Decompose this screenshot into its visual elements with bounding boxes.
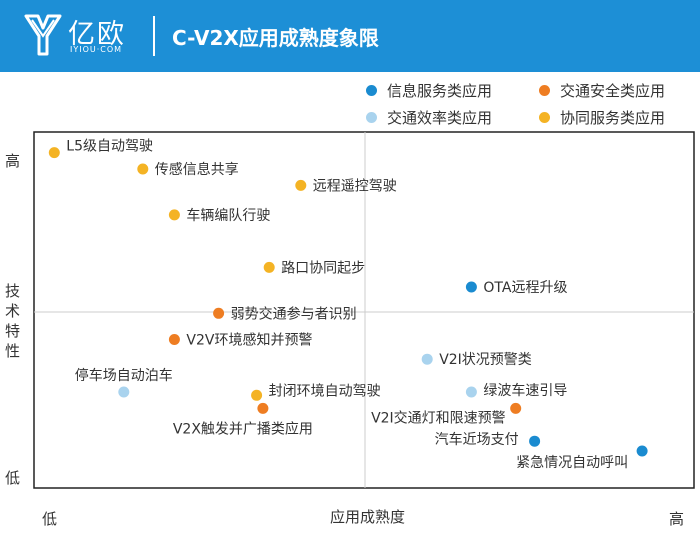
data-point — [137, 163, 149, 175]
header-divider — [153, 16, 155, 56]
logo-subtext: IYIOU·COM — [70, 45, 123, 54]
legend-label: 协同服务类应用 — [560, 109, 666, 127]
data-point-label: 封闭环境自动驾驶 — [269, 383, 381, 399]
data-point-label: V2V环境感知并预警 — [186, 332, 312, 349]
legend-item-info-service: 信息服务类应用 — [366, 80, 492, 101]
data-point — [168, 334, 180, 345]
data-point-label: V2I状况预警类 — [439, 352, 532, 368]
data-point — [118, 386, 130, 398]
header-bar: 亿欧 IYIOU·COM C-V2X应用成熟度象限 — [0, 0, 700, 72]
legend-label: 交通安全类应用 — [560, 82, 666, 100]
data-point — [168, 209, 180, 221]
data-point-label: V2I交通灯和限速预警 — [371, 409, 506, 426]
page-title: C-V2X应用成熟度象限 — [172, 26, 379, 50]
legend-item-collaborative-service: 协同服务类应用 — [539, 107, 665, 128]
data-point — [529, 435, 541, 447]
data-point — [421, 353, 433, 365]
y-axis-title: 技术特性 — [5, 282, 21, 360]
data-point-label: 汽车近场支付 — [435, 431, 519, 448]
data-point-label: 车辆编队行驶 — [186, 207, 270, 224]
data-point — [465, 386, 477, 398]
data-point — [263, 261, 275, 273]
legend-label: 信息服务类应用 — [387, 82, 493, 100]
data-point-label: 紧急情况自动呼叫 — [516, 455, 628, 471]
data-point-label: OTA远程升级 — [483, 280, 567, 296]
x-axis-high-label: 高 — [669, 510, 685, 528]
data-point-label: 路口协同起步 — [281, 260, 365, 276]
data-point-label: L5级自动驾驶 — [66, 139, 153, 155]
y-axis-low-label: 低 — [5, 469, 21, 487]
legend-marker — [539, 85, 550, 96]
legend-marker — [366, 85, 377, 96]
data-point — [251, 389, 263, 401]
data-point-label: 远程遥控驾驶 — [313, 178, 397, 194]
data-point — [295, 179, 307, 191]
legend-marker — [539, 112, 550, 123]
y-axis-high-label: 高 — [5, 152, 21, 170]
iyiou-logo: 亿欧 IYIOU·COM — [24, 12, 154, 58]
data-point-label: 绿波车速引导 — [483, 382, 567, 399]
data-point — [510, 402, 522, 414]
data-point — [636, 445, 648, 457]
legend-marker — [366, 112, 377, 123]
data-point-label: 传感信息共享 — [155, 161, 239, 178]
x-axis-low-label: 低 — [42, 510, 58, 528]
iyiou-logo-icon — [24, 14, 62, 56]
legend-item-traffic-safety: 交通安全类应用 — [539, 80, 665, 101]
plot-frame — [33, 131, 695, 489]
data-point — [48, 147, 60, 159]
data-point-label: 停车场自动泊车 — [75, 367, 173, 384]
logo-text: 亿欧 — [68, 19, 126, 50]
x-axis-title: 应用成熟度 — [330, 508, 406, 526]
data-point — [257, 402, 269, 414]
legend-label: 交通效率类应用 — [387, 109, 493, 127]
data-point — [465, 281, 477, 293]
data-point-label: V2X触发并广播类应用 — [173, 420, 313, 437]
legend-item-traffic-efficiency: 交通效率类应用 — [366, 107, 492, 128]
data-point-label: 弱势交通参与者识别 — [231, 305, 357, 322]
data-point — [213, 307, 225, 319]
